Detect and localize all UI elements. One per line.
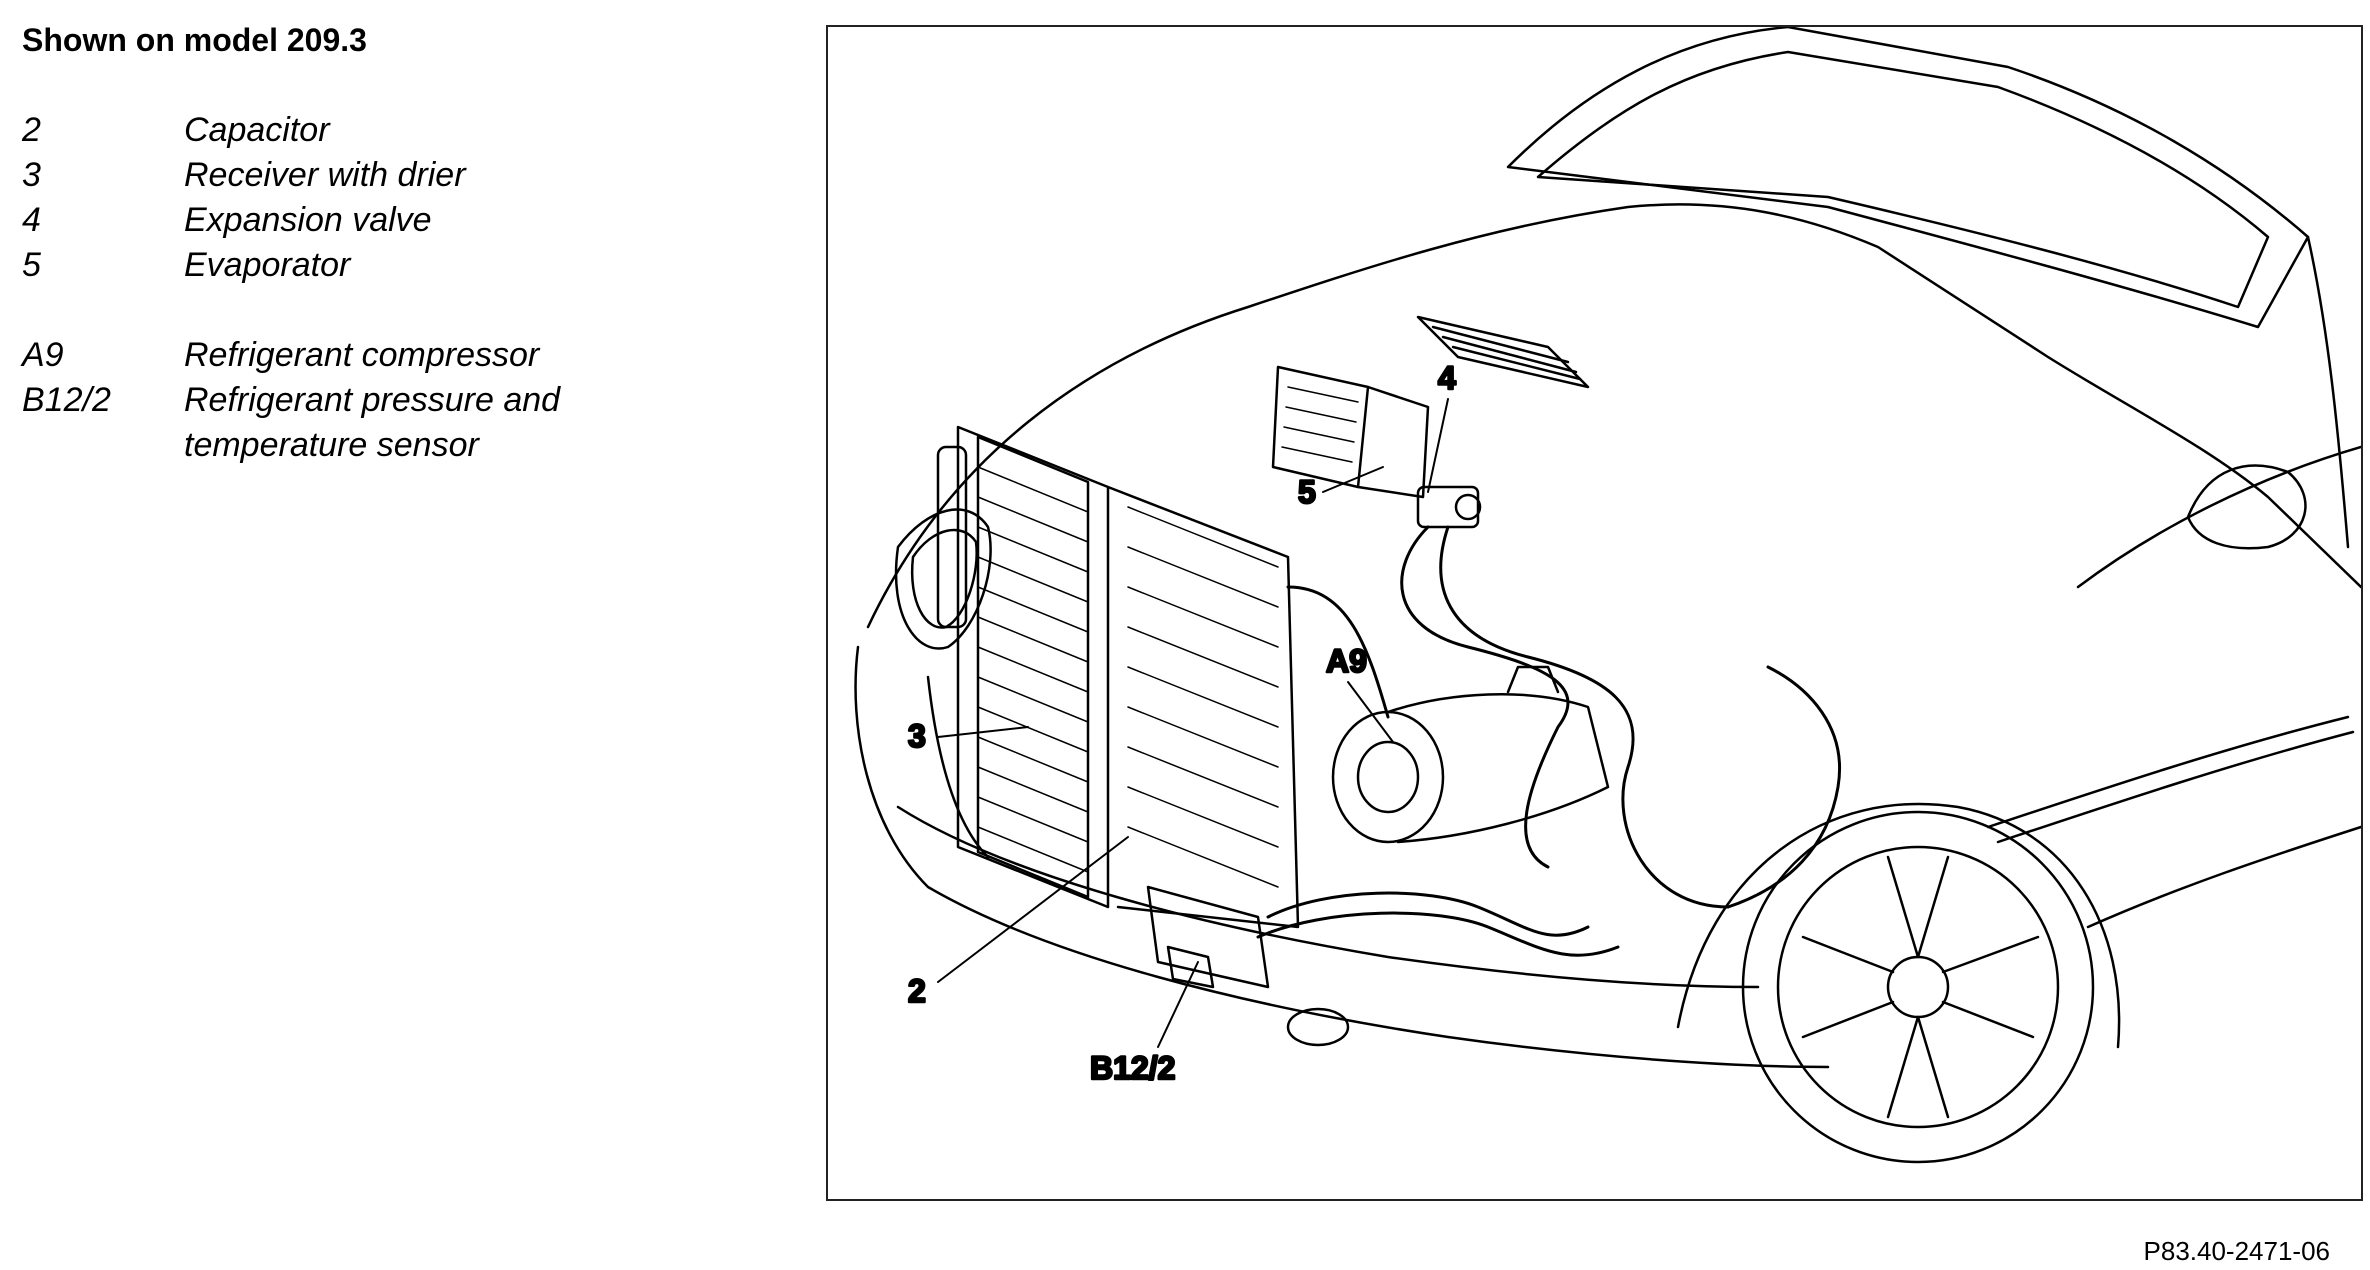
legend: 2 Capacitor 3 Receiver with drier 4 Expa… bbox=[22, 108, 624, 468]
leader-A9 bbox=[1347, 681, 1394, 743]
page-title: Shown on model 209.3 bbox=[22, 22, 367, 58]
legend-item: 3 Receiver with drier bbox=[22, 153, 624, 198]
legend-item: A9 Refrigerant compressor bbox=[22, 333, 624, 378]
car-hood-outline bbox=[866, 203, 2361, 629]
legend-code: 4 bbox=[22, 201, 41, 239]
windshield bbox=[1506, 27, 2310, 329]
condenser bbox=[956, 425, 1110, 909]
expansion-valve bbox=[1416, 485, 1482, 529]
refrigerant-lines bbox=[1256, 525, 1841, 957]
diagram-frame: 2 3 4 5 A9 B12/2 bbox=[826, 25, 2363, 1201]
evaporator bbox=[1271, 365, 1430, 499]
legend-code: 5 bbox=[22, 246, 41, 284]
callout-A9: A9 bbox=[1326, 643, 1367, 679]
wheel-spokes bbox=[1801, 855, 2040, 1119]
radiator bbox=[1106, 485, 1300, 929]
leader-B12 bbox=[1157, 961, 1199, 1048]
legend-desc: Expansion valve bbox=[184, 201, 432, 239]
legend-item: 2 Capacitor bbox=[22, 108, 624, 153]
cowl-slats bbox=[1431, 325, 1582, 381]
wheel-arch bbox=[1676, 802, 2121, 1049]
pressure-sensor bbox=[1166, 945, 1215, 989]
legend-item: 5 Evaporator bbox=[22, 243, 624, 288]
legend-code: 2 bbox=[22, 111, 41, 149]
legend-desc: Refrigerant pressure and temperature sen… bbox=[184, 381, 561, 464]
legend-desc: Refrigerant compressor bbox=[184, 336, 540, 374]
wheel-rim bbox=[1776, 845, 2060, 1129]
leader-lines bbox=[937, 398, 1449, 1048]
condenser-fins bbox=[977, 466, 1089, 873]
headlight bbox=[894, 508, 992, 650]
windshield-inner bbox=[1536, 50, 2270, 309]
a-pillar bbox=[2306, 235, 2350, 549]
wheel-hub bbox=[1886, 955, 1950, 1019]
cowl-vent bbox=[1416, 315, 1590, 389]
door-trim bbox=[1986, 715, 2355, 844]
leader-5 bbox=[1322, 466, 1384, 493]
legend-desc: Receiver with drier bbox=[184, 156, 466, 194]
radiator-fins bbox=[1127, 506, 1279, 888]
car-ac-diagram: 2 3 4 5 A9 B12/2 bbox=[854, 27, 2361, 1164]
leader-3 bbox=[937, 726, 1029, 738]
leader-4 bbox=[1427, 398, 1449, 493]
fog-light bbox=[1286, 1007, 1350, 1047]
legend-spacer bbox=[22, 288, 624, 333]
callout-2: 2 bbox=[908, 973, 926, 1009]
callout-3: 3 bbox=[908, 718, 926, 754]
car-bumper-lower bbox=[896, 805, 1760, 989]
callout-B12-2: B12/2 bbox=[1090, 1050, 1175, 1086]
figure-reference: P83.40-2471-06 bbox=[2143, 1236, 2330, 1266]
legend-desc: Evaporator bbox=[184, 246, 351, 284]
legend-item: 4 Expansion valve bbox=[22, 198, 624, 243]
receiver-drier bbox=[936, 445, 968, 629]
pressure-sensor-bracket bbox=[1146, 885, 1270, 989]
legend-code: A9 bbox=[22, 336, 64, 374]
door-line bbox=[2076, 445, 2361, 589]
legend-desc: Capacitor bbox=[184, 111, 330, 149]
car-bumper-outline bbox=[854, 645, 1830, 1069]
leader-2 bbox=[937, 836, 1129, 983]
callout-4: 4 bbox=[1438, 360, 1456, 396]
side-mirror bbox=[2186, 464, 2307, 550]
wheel-tire bbox=[1741, 810, 2095, 1164]
legend-item: B12/2 Refrigerant pressure and temperatu… bbox=[22, 378, 624, 468]
callout-5: 5 bbox=[1298, 474, 1316, 510]
door-lower bbox=[2086, 825, 2361, 929]
legend-code: 3 bbox=[22, 156, 41, 194]
legend-code: B12/2 bbox=[22, 381, 111, 419]
headlight-inner bbox=[910, 528, 978, 629]
